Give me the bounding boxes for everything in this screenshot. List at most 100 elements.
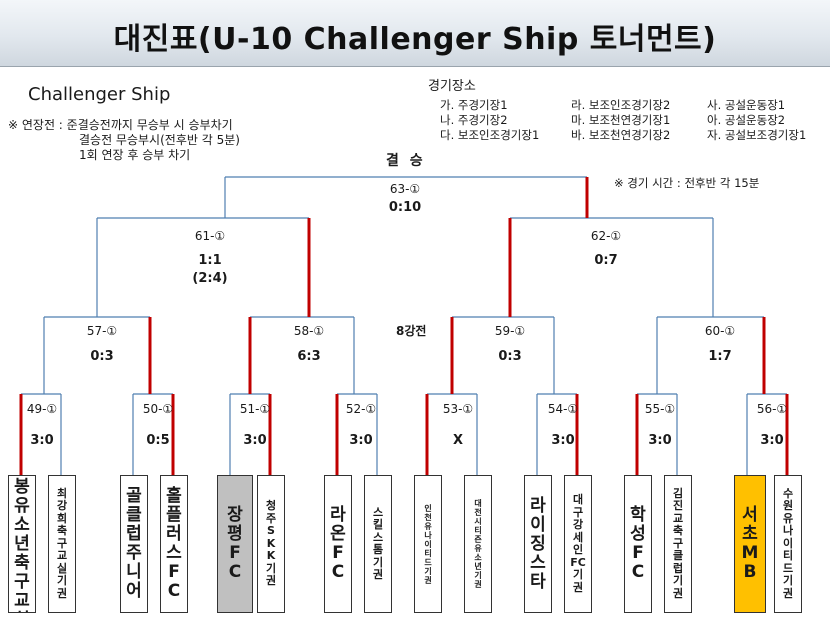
- venue-item: 아. 공설운동장2: [707, 113, 786, 127]
- team-name-char: 클: [672, 549, 684, 563]
- team-name-char: 어: [126, 581, 142, 601]
- team-name-char: 기: [372, 555, 384, 569]
- venue-item: 자. 공설보조경기장1: [707, 128, 807, 142]
- team-name-char: 소: [14, 514, 30, 535]
- team-name-char: 권: [572, 580, 584, 594]
- team-name-char: C: [167, 581, 181, 601]
- r16-match-id: 53-①: [442, 402, 474, 416]
- team-name-char: 년: [474, 562, 482, 571]
- extra-time-note-3: 1회 연장 후 승부 차기: [79, 148, 191, 162]
- semi-score: 0:7: [594, 253, 618, 268]
- team-name-char: 기: [474, 571, 482, 580]
- r16-score: 3:0: [648, 433, 672, 448]
- team-name-char: F: [632, 543, 644, 563]
- team-name-char: 기: [56, 574, 68, 588]
- team-name-char: C: [228, 562, 242, 582]
- venue-item: 마. 보조천연경기장1: [571, 113, 671, 127]
- team-name-char: 시: [474, 517, 482, 526]
- team-name-char: 이: [424, 539, 432, 549]
- final-score: 0:10: [388, 200, 422, 215]
- competition-subtitle: Challenger Ship: [28, 84, 171, 105]
- team-name-char: 티: [424, 548, 432, 558]
- quarter-match-id: 58-①: [293, 324, 325, 338]
- round-label: 8강전: [396, 324, 427, 338]
- team-name-char: 스: [372, 530, 384, 544]
- team-name-char: 타: [530, 571, 546, 592]
- team-name-char: 권: [265, 574, 277, 588]
- team-name-char: 킬: [372, 518, 384, 531]
- r16-match-id: 49-①: [26, 402, 58, 416]
- team-name-char: 권: [56, 586, 68, 600]
- team-name-char: 소: [474, 553, 482, 562]
- team-name-char: 러: [166, 524, 182, 544]
- team-name-char: S: [267, 524, 275, 538]
- team-name-char: 기: [265, 561, 277, 575]
- team-name-char: 전: [474, 508, 482, 517]
- venue-item: 라. 보조인조경기장2: [571, 98, 671, 112]
- semi-match-id: 61-①: [194, 229, 226, 243]
- team-name-char: 주: [265, 511, 277, 525]
- semi-pk-score: (2:4): [192, 271, 228, 286]
- team-name-char: 실: [9, 610, 35, 612]
- team-name-char: 축: [14, 552, 30, 573]
- team-name-char: 나: [424, 530, 432, 540]
- team-name-char: 즌: [474, 535, 482, 544]
- team-name-char: 나: [782, 524, 794, 538]
- semi-score: 1:1: [198, 253, 222, 268]
- quarter-match-id: 60-①: [704, 324, 736, 338]
- team-name-char: 톰: [372, 543, 384, 556]
- team-name-char: F: [332, 543, 344, 563]
- team-name-char: 플: [166, 505, 182, 525]
- team-name-char: 럽: [126, 524, 142, 544]
- team-name-char: 봉: [14, 476, 30, 497]
- team-name-char: 구: [56, 536, 68, 550]
- team-name-char: 성: [630, 524, 646, 544]
- team-name-char: 교: [14, 590, 30, 611]
- team-name-char: 년: [14, 533, 30, 554]
- team-name-char: 희: [56, 511, 68, 525]
- r16-match-id: 52-①: [345, 402, 377, 416]
- semi-match-id: 62-①: [590, 229, 622, 243]
- team-name-char: 유: [782, 511, 794, 525]
- team-box: 고봉유소년축구교실: [8, 475, 36, 613]
- team-name-char: 교: [56, 549, 68, 563]
- team-name-char: 구: [14, 571, 30, 592]
- team-name-char: 유: [424, 521, 432, 531]
- r16-score: 3:0: [760, 433, 784, 448]
- team-name-char: 고: [9, 476, 35, 478]
- team-name-char: 스: [166, 543, 182, 563]
- extra-time-note-1: ※ 연장전 : 준결승전까지 무승부 시 승부차기: [8, 118, 233, 132]
- team-name-char: 초: [742, 524, 758, 544]
- team-name-char: 구: [572, 505, 584, 519]
- team-name-char: 골: [126, 486, 142, 506]
- team-name-char: F: [229, 543, 241, 563]
- quarter-score: 0:3: [90, 349, 114, 364]
- team-name-char: C: [631, 562, 645, 582]
- team-name-char: 구: [672, 536, 684, 550]
- page-title: 대진표(U-10 Challenger Ship 토너먼트): [113, 22, 717, 57]
- team-name-char: 권: [372, 568, 384, 581]
- r16-match-id: 56-①: [756, 402, 788, 416]
- team-name-char: 드: [782, 561, 794, 575]
- quarter-score: 0:3: [498, 349, 522, 364]
- team-name-char: K: [266, 549, 276, 563]
- team-name-char: 권: [474, 580, 482, 589]
- team-name-char: 장: [227, 505, 243, 525]
- team-name-char: 학: [630, 505, 646, 525]
- team-name-char: 징: [530, 533, 546, 554]
- team-name-char: 니: [126, 562, 142, 582]
- final-label: 결 승: [386, 153, 426, 169]
- team-name-char: 평: [227, 524, 243, 544]
- team-name-char: 실: [56, 561, 68, 575]
- team-name-char: 권: [782, 586, 794, 600]
